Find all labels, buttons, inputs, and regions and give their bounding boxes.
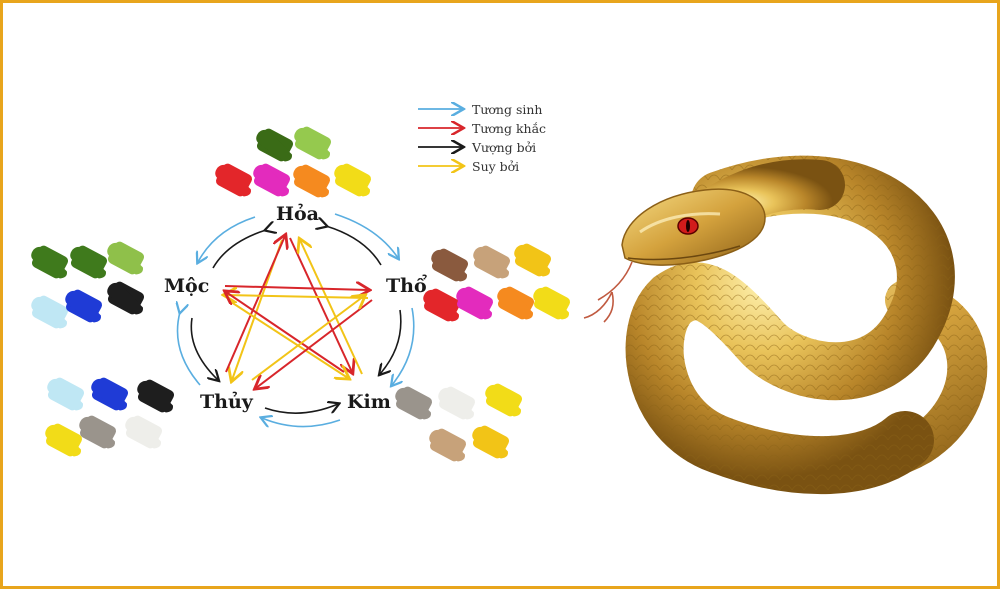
legend-label: Tương sinh — [472, 102, 542, 117]
color-swatch — [125, 416, 161, 449]
element-label-tho: Thổ — [386, 273, 427, 297]
arrow-vuong-icon — [212, 230, 266, 269]
color-swatch — [334, 164, 370, 197]
color-swatch — [294, 127, 330, 160]
element-label-kim: Kim — [347, 391, 391, 413]
arrow-khac-icon — [224, 286, 368, 290]
color-swatch — [215, 164, 251, 197]
arrow-suy-icon — [251, 296, 364, 381]
element-label-hoa: Hỏa — [276, 203, 319, 225]
arrow-vuong-icon — [326, 226, 382, 266]
legend: Tương sinh Tương khắc Vượng bởi Suy bởi — [418, 102, 546, 174]
color-swatch — [79, 416, 115, 449]
color-swatch — [91, 378, 127, 411]
color-swatches-kim — [395, 383, 522, 462]
color-swatch — [514, 244, 550, 277]
color-swatch — [456, 287, 492, 320]
arrow-khac-icon — [256, 299, 373, 388]
color-swatches-hoa — [215, 126, 371, 198]
arrow-sinh-icon — [392, 307, 415, 385]
star-arrows — [224, 236, 373, 388]
color-swatch — [485, 384, 521, 417]
color-swatch — [31, 296, 67, 329]
color-swatch — [31, 246, 67, 279]
color-swatches-tho — [423, 243, 570, 322]
arrow-khac-icon — [225, 236, 285, 373]
color-swatch — [256, 129, 292, 162]
color-swatch — [497, 287, 533, 320]
color-swatch — [429, 429, 465, 462]
color-swatch — [395, 387, 431, 420]
arrow-suy-icon — [225, 295, 369, 298]
outer-cycle-arrows — [178, 213, 415, 427]
arrow-vuong-icon — [380, 309, 402, 374]
legend-item-vuong-boi: Vượng bởi — [418, 140, 536, 155]
color-swatch — [47, 378, 83, 411]
arrow-suy-icon — [227, 299, 348, 378]
color-swatch — [70, 246, 106, 279]
legend-label: Vượng bởi — [471, 140, 536, 155]
legend-item-tuong-sinh: Tương sinh — [418, 102, 542, 117]
legend-item-suy-boi: Suy bởi — [418, 159, 519, 174]
arrow-khac-icon — [289, 237, 352, 372]
color-swatch — [65, 290, 101, 323]
element-label-thuy: Thủy — [200, 391, 254, 413]
legend-label: Suy bởi — [472, 159, 519, 174]
arrow-sinh-icon — [198, 216, 256, 262]
arrow-khac-icon — [226, 292, 345, 373]
color-swatches-thuy — [45, 377, 174, 457]
color-swatch — [45, 424, 81, 457]
color-swatch — [107, 282, 143, 315]
color-swatches-moc — [31, 241, 144, 329]
arrow-vuong-icon — [264, 404, 338, 414]
element-label-moc: Mộc — [164, 275, 209, 297]
color-swatch — [253, 164, 289, 197]
color-swatch — [472, 426, 508, 459]
color-swatch — [533, 287, 569, 320]
color-swatch — [137, 380, 173, 413]
color-swatch — [293, 165, 329, 198]
color-swatch — [423, 289, 459, 322]
legend-item-tuong-khac: Tương khắc — [418, 121, 546, 136]
color-swatch — [473, 246, 509, 279]
color-swatch — [431, 249, 467, 282]
legend-label: Tương khắc — [472, 121, 546, 136]
arrow-sinh-icon — [262, 418, 341, 427]
color-swatch — [107, 242, 143, 275]
arrow-vuong-icon — [190, 317, 218, 380]
color-swatch — [438, 387, 474, 420]
golden-snake-illustration — [583, 155, 988, 495]
arrow-sinh-icon — [334, 213, 398, 258]
arrow-suy-icon — [300, 240, 363, 375]
arrow-sinh-icon — [178, 312, 201, 386]
